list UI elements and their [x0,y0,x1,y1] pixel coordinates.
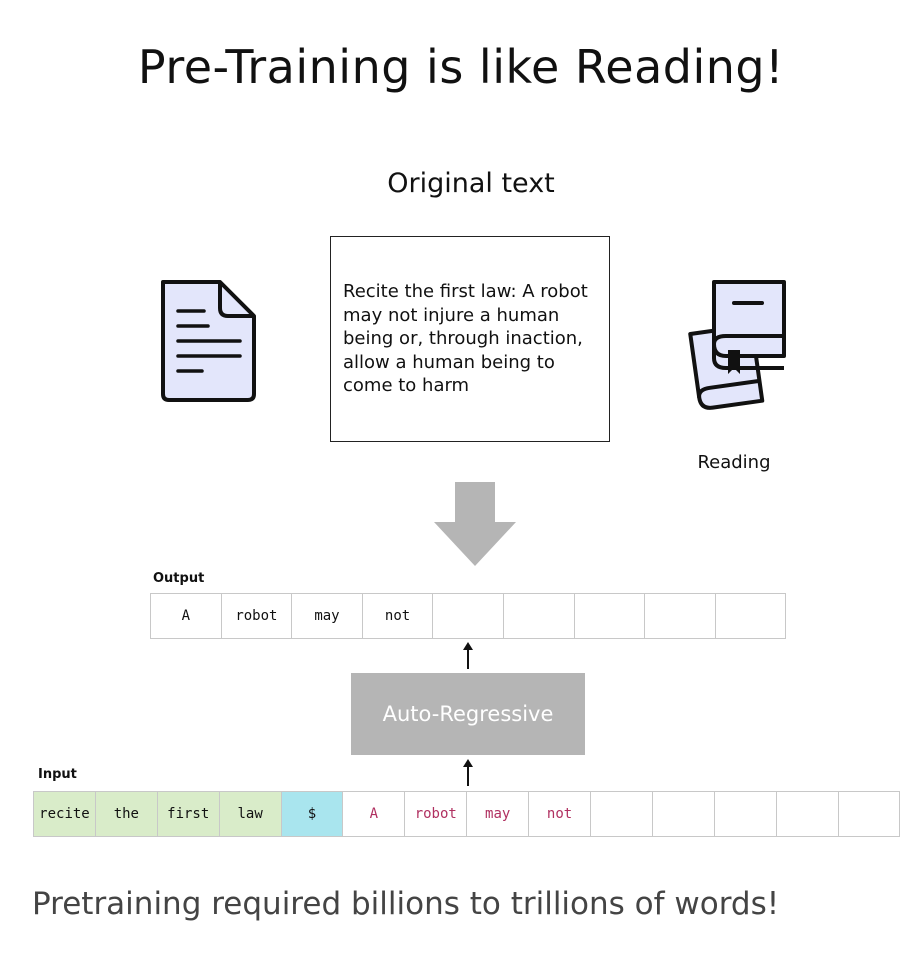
up-arrow-icon [463,642,473,669]
original-text-box: Recite the first law: A robot may not in… [330,236,610,442]
input-label: Input [38,767,77,782]
input-prompt-token-cell: law [218,791,282,837]
input-generated-token-cell: A [342,791,406,837]
original-text-content: Recite the first law: A robot may not in… [343,281,588,397]
input-prompt-token-cell: first [156,791,220,837]
output-token-cell: may [291,593,363,639]
output-token-cell: not [361,593,434,639]
input-empty-cell [651,791,715,837]
input-empty-cell [590,791,653,837]
input-empty-cell [775,791,839,837]
output-token-cell: A [150,593,222,639]
reading-label: Reading [697,452,771,473]
input-prompt-token-cell: recite [33,791,96,837]
document-icon [161,280,256,402]
input-separator-token-cell: $ [280,791,344,837]
output-label: Output [153,571,205,586]
down-arrow-icon [434,482,516,566]
output-empty-cell [432,593,504,639]
footer-text: Pretraining required billions to trillio… [32,886,780,922]
output-empty-cell [502,593,575,639]
output-empty-cell [714,593,787,639]
output-empty-cell [644,593,716,639]
input-generated-token-cell: robot [404,791,468,837]
input-generated-token-cell: not [528,791,592,837]
original-text-heading: Original text [387,168,555,199]
input-prompt-token-cell: the [94,791,158,837]
input-generated-token-cell: may [466,791,530,837]
input-empty-cell [837,791,901,837]
output-empty-cell [573,593,646,639]
auto-regressive-model-box: Auto-Regressive [351,673,585,755]
output-token-cell: robot [220,593,293,639]
books-icon [688,280,786,410]
input-empty-cell [713,791,777,837]
page-title: Pre-Training is like Reading! [137,40,785,94]
up-arrow-icon [463,759,473,786]
